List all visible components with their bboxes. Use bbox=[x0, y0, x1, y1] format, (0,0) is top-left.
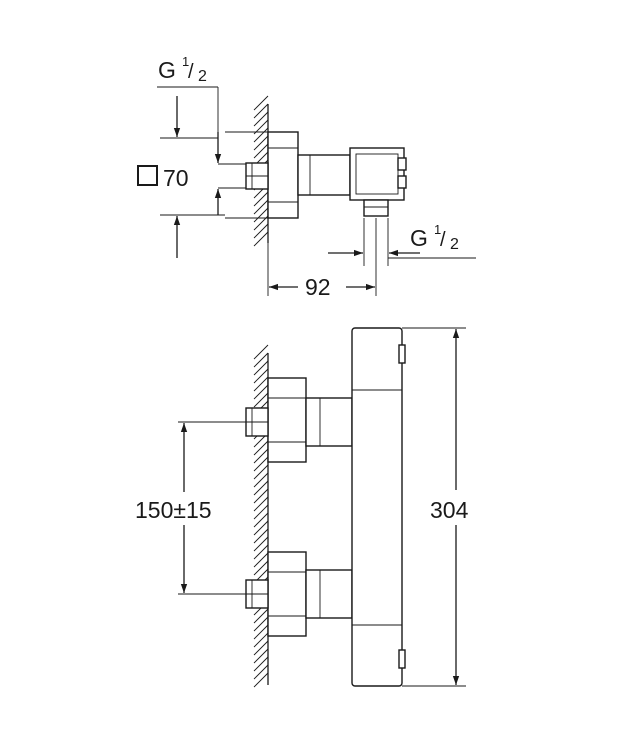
hatch-stroke bbox=[253, 656, 269, 672]
hatch-stroke bbox=[253, 496, 269, 512]
hatch-stroke bbox=[253, 111, 269, 127]
hatch-stroke bbox=[253, 616, 269, 632]
thermostat-body bbox=[351, 327, 403, 687]
hatch-stroke bbox=[253, 440, 269, 456]
hatch-stroke bbox=[253, 360, 269, 376]
hatch-stroke bbox=[253, 207, 269, 223]
top-thread-label: G bbox=[158, 57, 176, 83]
hatch-stroke bbox=[253, 608, 269, 624]
top-rosette bbox=[267, 131, 299, 219]
hatch-stroke bbox=[253, 135, 269, 151]
hatch-stroke bbox=[253, 552, 269, 568]
hatch-stroke bbox=[253, 352, 269, 368]
top-thread-frac-num: 1 bbox=[182, 54, 189, 69]
upper-rosette bbox=[267, 377, 307, 463]
hatch-stroke bbox=[253, 512, 269, 528]
hatch-stroke bbox=[253, 488, 269, 504]
lower-rosette bbox=[267, 551, 307, 637]
hatch-stroke bbox=[253, 672, 269, 688]
hatch-stroke bbox=[253, 143, 269, 159]
hatch-stroke bbox=[253, 544, 269, 560]
hatch-stroke bbox=[253, 384, 269, 400]
square-symbol-icon bbox=[137, 165, 158, 186]
hatch-stroke bbox=[253, 520, 269, 536]
hatch-stroke bbox=[253, 392, 269, 408]
front-view: 150±15 304 bbox=[135, 327, 469, 688]
spacing-dim-label: 150±15 bbox=[135, 497, 212, 523]
right-thread-frac-slash: / bbox=[440, 229, 446, 251]
hatch-stroke bbox=[253, 199, 269, 215]
hatch-stroke bbox=[253, 103, 269, 119]
hatch-stroke bbox=[253, 127, 269, 143]
hatch-stroke bbox=[253, 640, 269, 656]
upper-neck bbox=[305, 397, 353, 447]
hatch-stroke bbox=[253, 368, 269, 384]
top-body bbox=[349, 147, 405, 201]
hatch-stroke bbox=[253, 528, 269, 544]
hatch-stroke bbox=[253, 472, 269, 488]
hatch-stroke bbox=[253, 95, 269, 111]
hatch-stroke bbox=[253, 448, 269, 464]
depth-dim-label: 92 bbox=[305, 274, 331, 300]
hatch-stroke bbox=[253, 632, 269, 648]
hatch-stroke bbox=[253, 504, 269, 520]
top-neck bbox=[297, 154, 351, 196]
hatch-stroke bbox=[253, 344, 269, 360]
hatch-stroke bbox=[253, 664, 269, 680]
top-thread-frac-slash: / bbox=[188, 61, 194, 83]
right-thread-label: G bbox=[410, 225, 428, 251]
hatch-stroke bbox=[253, 648, 269, 664]
height-dim-label: 304 bbox=[430, 497, 469, 523]
top-outlet bbox=[363, 199, 389, 217]
hatch-stroke bbox=[253, 191, 269, 207]
front-wall-hatch bbox=[253, 344, 269, 688]
hatch-stroke bbox=[253, 624, 269, 640]
hatch-stroke bbox=[253, 231, 269, 247]
hatch-stroke bbox=[253, 456, 269, 472]
hatch-stroke bbox=[253, 223, 269, 239]
lower-neck bbox=[305, 569, 353, 619]
hatch-stroke bbox=[253, 560, 269, 576]
right-thread-frac-num: 1 bbox=[434, 222, 441, 237]
right-thread-frac-den: 2 bbox=[450, 236, 459, 253]
hatch-stroke bbox=[253, 464, 269, 480]
hatch-stroke bbox=[253, 536, 269, 552]
square-size-label: 70 bbox=[163, 165, 189, 191]
hatch-stroke bbox=[253, 480, 269, 496]
hatch-stroke bbox=[253, 376, 269, 392]
top-thread-frac-den: 2 bbox=[198, 68, 207, 85]
top-view: 70 G 1 / 2 G 1 / 2 92 bbox=[137, 54, 476, 300]
